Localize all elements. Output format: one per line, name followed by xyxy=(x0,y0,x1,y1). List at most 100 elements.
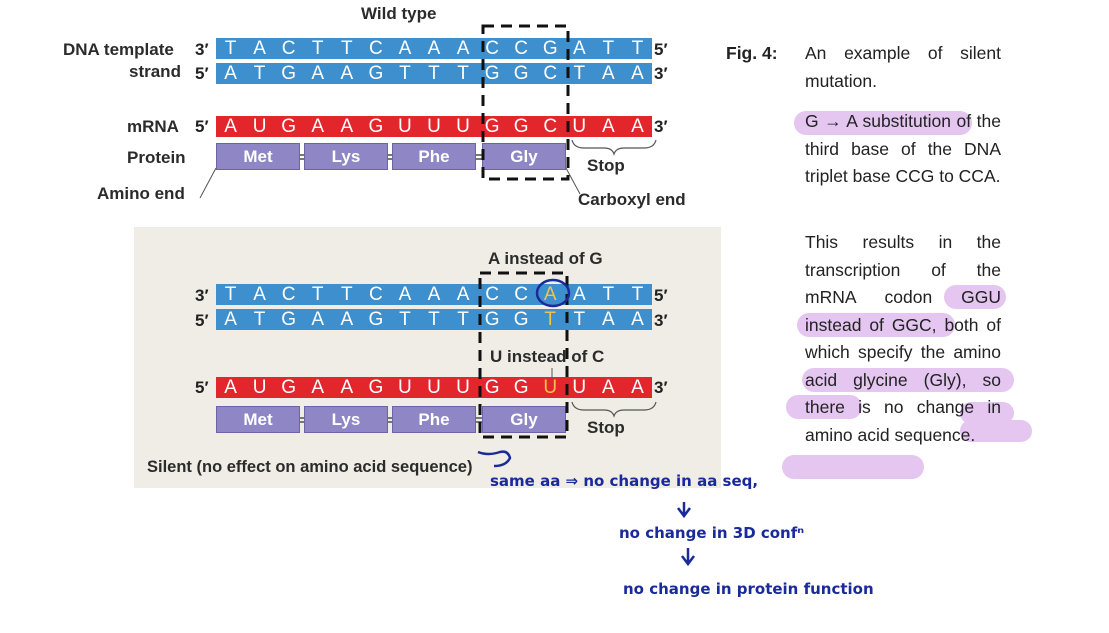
base-T: T xyxy=(428,308,440,330)
base-A: A xyxy=(427,283,441,305)
coding-5prime: 5′ xyxy=(195,64,209,83)
mrna-label: mRNA xyxy=(127,117,179,136)
base-A: A xyxy=(631,376,644,398)
base-T: T xyxy=(399,62,411,84)
base-T: T xyxy=(457,62,469,84)
highlight-sequence xyxy=(782,455,924,479)
base-U: U xyxy=(252,115,267,137)
base-T: T xyxy=(631,37,644,59)
handwritten-line-3: no change in protein function xyxy=(623,580,874,598)
base-A: A xyxy=(602,115,615,137)
base-A: A xyxy=(398,37,412,59)
base-A: A xyxy=(543,283,557,305)
amino-acid-phe-bottom: Phe xyxy=(392,406,476,433)
coding-5prime-bottom: 5′ xyxy=(195,311,209,330)
base-A: A xyxy=(398,283,412,305)
base-A: A xyxy=(602,62,615,84)
carboxyl-end-label: Carboxyl end xyxy=(578,190,686,209)
base-T: T xyxy=(224,37,237,59)
amino-acid-lys-bottom: Lys xyxy=(304,406,388,433)
template-5prime-bottom: 5′ xyxy=(654,286,668,305)
base-A: A xyxy=(224,62,237,84)
peptide-bond xyxy=(388,417,392,423)
peptide-bond xyxy=(300,417,304,423)
amino-end-leader xyxy=(199,167,217,199)
base-A: A xyxy=(224,376,237,398)
base-T: T xyxy=(340,37,353,59)
mrna-3prime: 3′ xyxy=(654,117,668,136)
dna-template-label: DNA template xyxy=(63,40,174,59)
base-A: A xyxy=(224,115,237,137)
strand-label: strand xyxy=(129,62,181,81)
a-instead-of-g-label: A instead of G xyxy=(488,249,603,268)
mrna-5prime: 5′ xyxy=(195,117,209,136)
amino-acid-gly: Gly xyxy=(482,143,566,170)
base-A: A xyxy=(253,283,266,305)
template-3prime-bottom: 3′ xyxy=(195,286,209,305)
silent-label: Silent (no effect on amino acid sequence… xyxy=(147,458,473,476)
base-G: G xyxy=(368,376,384,398)
base-C: C xyxy=(281,37,296,59)
base-A: A xyxy=(427,37,441,59)
base-G: G xyxy=(484,115,500,137)
base-A: A xyxy=(311,308,325,330)
peptide-bond xyxy=(476,154,482,160)
base-T: T xyxy=(311,37,324,59)
highlight-no xyxy=(960,402,1014,424)
base-A: A xyxy=(456,37,470,59)
base-C: C xyxy=(543,115,558,137)
base-A: A xyxy=(311,62,325,84)
caption-line-1: An example of silent mutation. xyxy=(805,43,1001,91)
hand-circle-mutated-base xyxy=(535,278,571,308)
base-G: G xyxy=(513,115,529,137)
base-C: C xyxy=(485,283,499,305)
caption-paragraph-3: This results in the transcription of the… xyxy=(805,232,1001,445)
base-U: U xyxy=(572,115,587,137)
base-T: T xyxy=(631,283,644,305)
base-U: U xyxy=(398,376,412,398)
base-G: G xyxy=(368,308,384,330)
base-A: A xyxy=(631,115,644,137)
base-C: C xyxy=(514,37,529,59)
base-A: A xyxy=(602,376,615,398)
caption-paragraph-2: G → A substitution of the third base of … xyxy=(805,111,1001,186)
amino-acid-met: Met xyxy=(216,143,300,170)
figure-label: Fig. 4: xyxy=(726,43,778,63)
codon-dashed-box-top xyxy=(481,24,570,181)
carboxyl-end-leader xyxy=(565,167,581,195)
base-T: T xyxy=(340,283,353,305)
base-G: G xyxy=(542,37,558,59)
base-T: T xyxy=(224,283,237,305)
base-A: A xyxy=(572,283,586,305)
base-G: G xyxy=(513,62,529,84)
base-U: U xyxy=(427,115,441,137)
stop-brace-top xyxy=(571,139,657,156)
base-A: A xyxy=(340,376,354,398)
base-A: A xyxy=(224,308,237,330)
base-G: G xyxy=(484,308,500,330)
highlight-no-2 xyxy=(960,420,1032,442)
hand-arrow-1 xyxy=(677,502,691,519)
base-T: T xyxy=(311,283,324,305)
codon-dashed-box-bottom-overlay xyxy=(478,271,569,439)
base-C: C xyxy=(543,62,558,84)
amino-acid-gly-bottom: Gly xyxy=(482,406,566,433)
base-U: U xyxy=(252,376,267,398)
stop-label-top: Stop xyxy=(587,156,625,175)
hand-brace-gly xyxy=(477,450,512,468)
template-5prime: 5′ xyxy=(654,40,668,59)
base-U: U xyxy=(456,115,470,137)
amino-acid-lys: Lys xyxy=(304,143,388,170)
base-A: A xyxy=(456,283,470,305)
base-A: A xyxy=(311,115,325,137)
base-T: T xyxy=(573,308,586,330)
base-A: A xyxy=(253,37,266,59)
protein-label: Protein xyxy=(127,148,186,167)
peptide-bond xyxy=(300,154,304,160)
base-A: A xyxy=(340,308,354,330)
base-G: G xyxy=(281,115,297,137)
base-A: A xyxy=(631,308,644,330)
